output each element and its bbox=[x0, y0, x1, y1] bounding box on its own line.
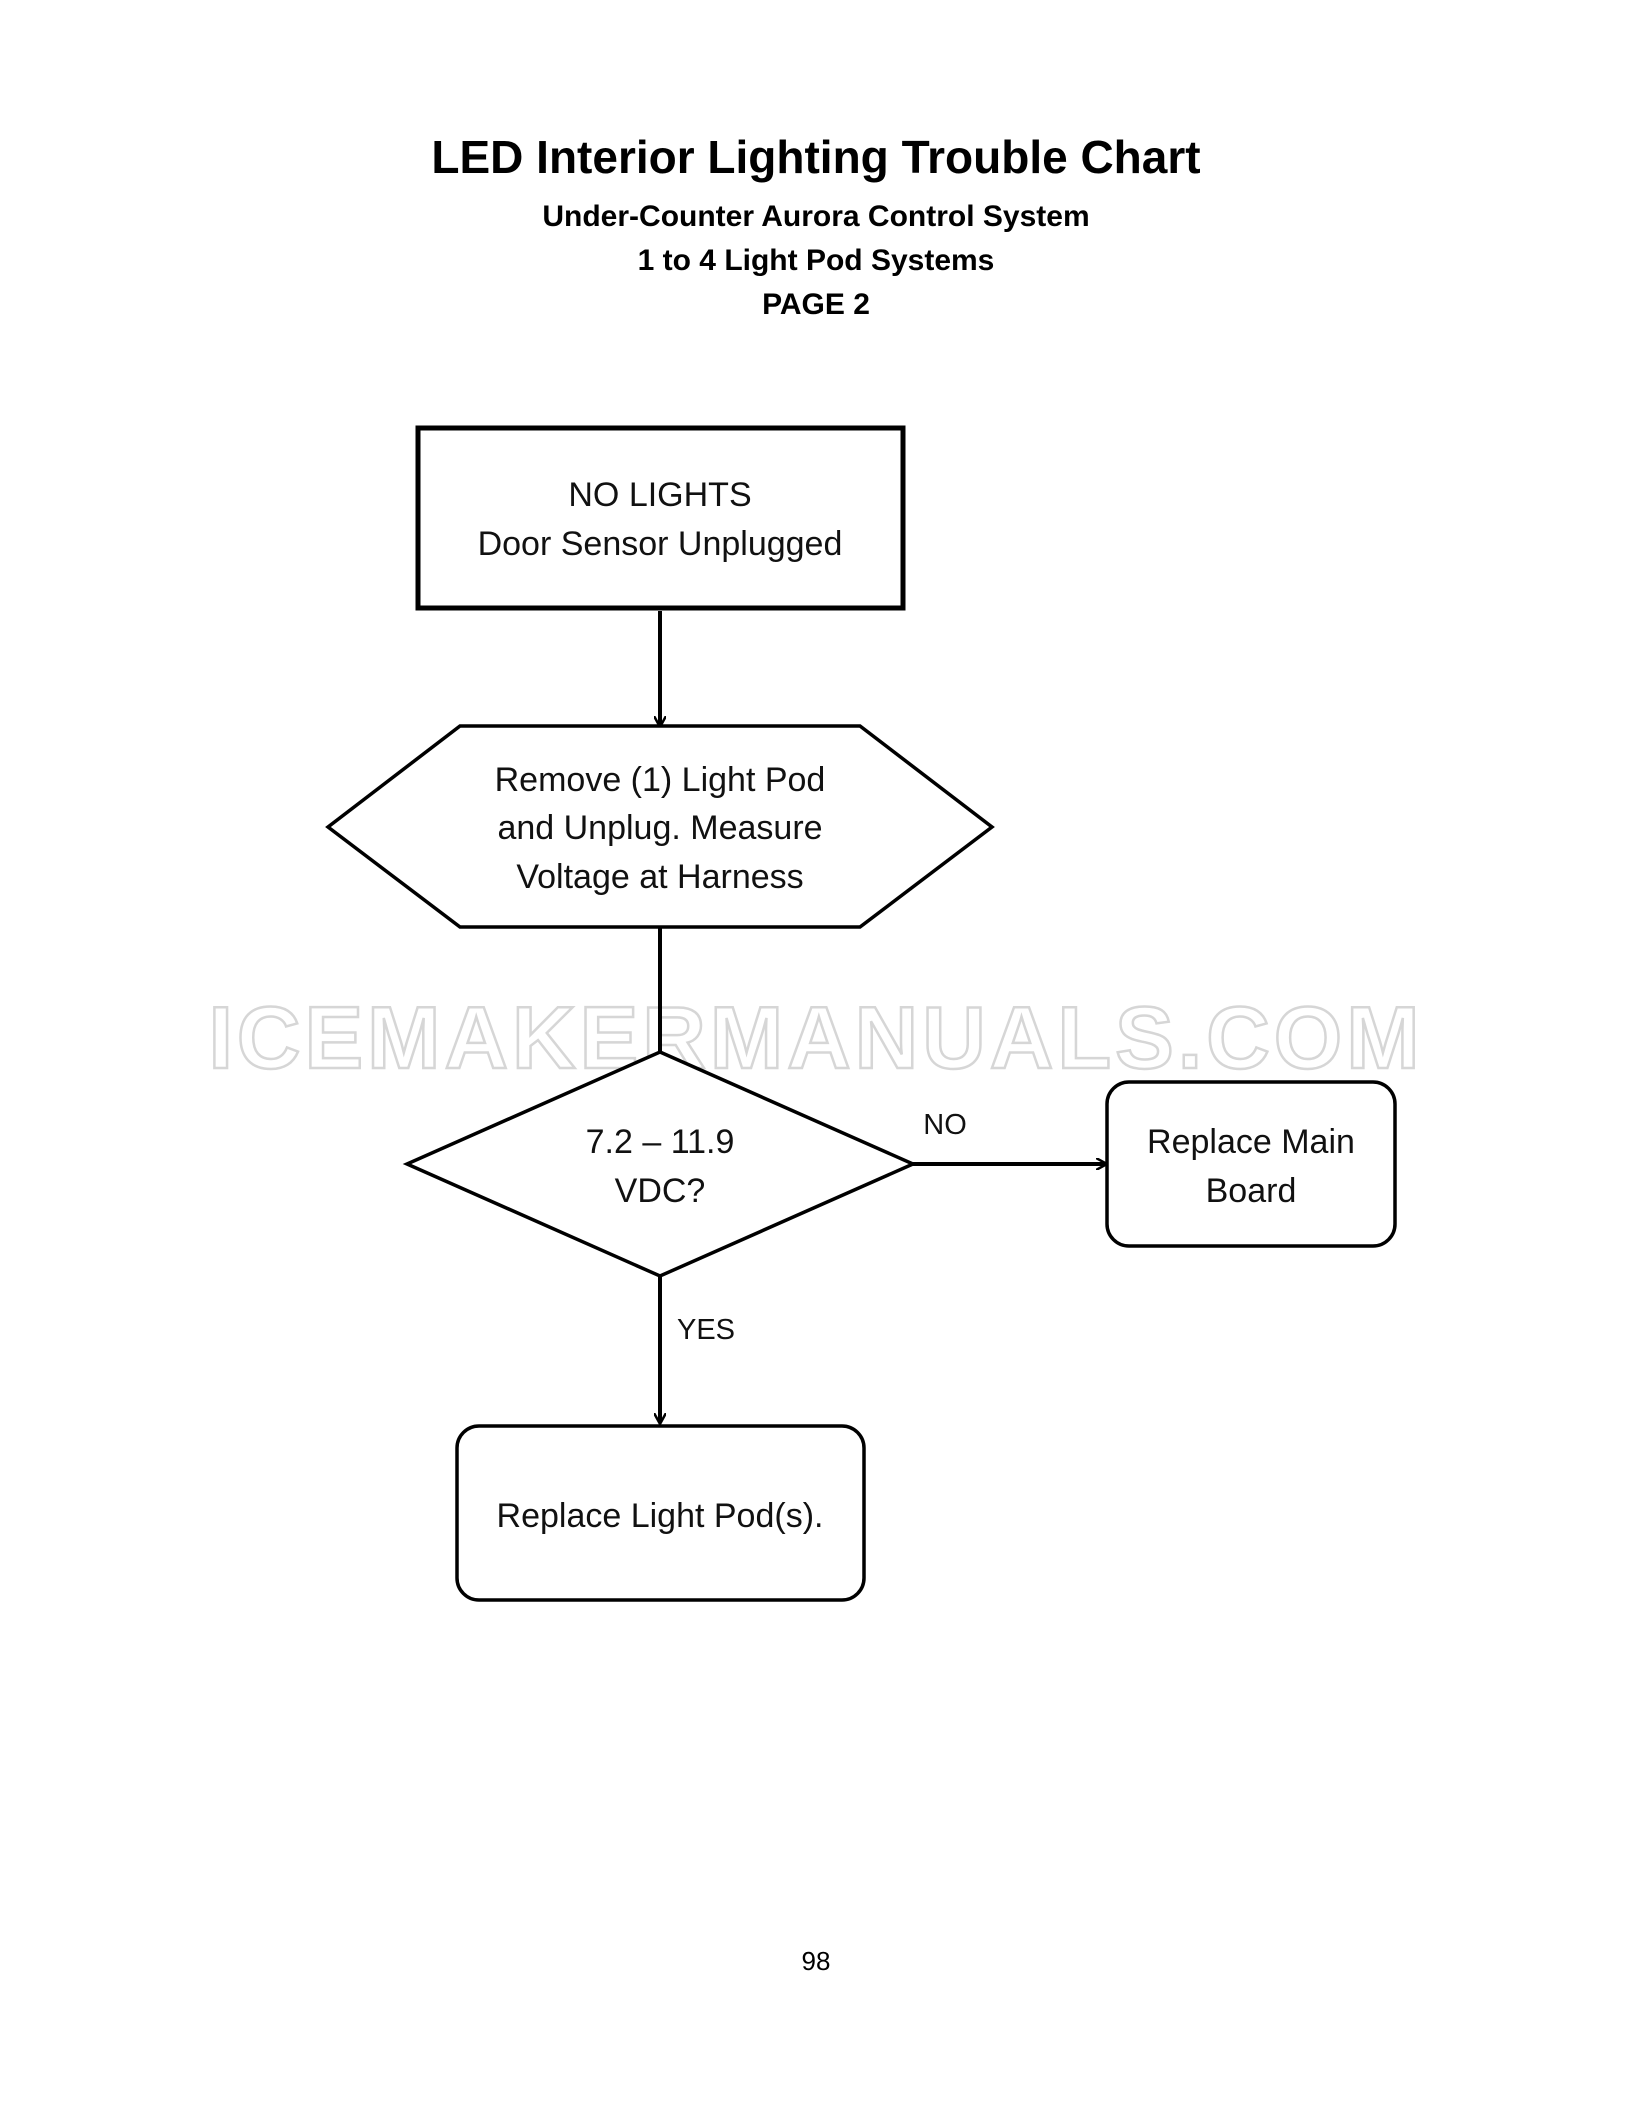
action-node-line-3: Voltage at Harness bbox=[516, 858, 803, 896]
start-node-line-2: Door Sensor Unplugged bbox=[478, 525, 843, 563]
no-branch-label: NO bbox=[923, 1109, 967, 1141]
action-node-line-1: Remove (1) Light Pod bbox=[495, 761, 826, 799]
page-title: LED Interior Lighting Trouble Chart bbox=[431, 131, 1201, 183]
yes-result-line-1: Replace Light Pod(s). bbox=[497, 1497, 824, 1535]
start-node: NO LIGHTS Door Sensor Unplugged bbox=[415, 425, 906, 611]
no-result-node: Replace Main Board bbox=[1105, 1080, 1397, 1248]
action-node-hexagon bbox=[325, 724, 995, 929]
decision-node-diamond bbox=[402, 1050, 918, 1278]
subtitle-system: Under-Counter Aurora Control System bbox=[542, 200, 1090, 233]
no-result-line-1: Replace Main bbox=[1147, 1123, 1355, 1161]
start-node-line-1: NO LIGHTS bbox=[568, 476, 751, 514]
subtitle-page-label: PAGE 2 bbox=[762, 288, 870, 321]
page-number: 98 bbox=[801, 1946, 831, 1976]
action-node: Remove (1) Light Pod and Unplug. Measure… bbox=[325, 724, 995, 929]
yes-branch-label: YES bbox=[677, 1314, 735, 1346]
decision-node: 7.2 – 11.9 VDC? bbox=[402, 1050, 918, 1278]
no-result-line-2: Board bbox=[1206, 1172, 1297, 1210]
action-node-line-2: and Unplug. Measure bbox=[497, 809, 822, 847]
subtitle-pod-count: 1 to 4 Light Pod Systems bbox=[637, 244, 995, 277]
decision-node-line-1: 7.2 – 11.9 bbox=[586, 1123, 735, 1161]
start-node-box bbox=[415, 425, 906, 611]
decision-node-line-2: VDC? bbox=[615, 1172, 706, 1210]
yes-result-box bbox=[455, 1424, 866, 1602]
yes-result-node: Replace Light Pod(s). bbox=[455, 1424, 866, 1602]
watermark-text: ICEMAKERMANUALS.COM bbox=[208, 988, 1423, 1087]
no-result-box bbox=[1105, 1080, 1397, 1248]
